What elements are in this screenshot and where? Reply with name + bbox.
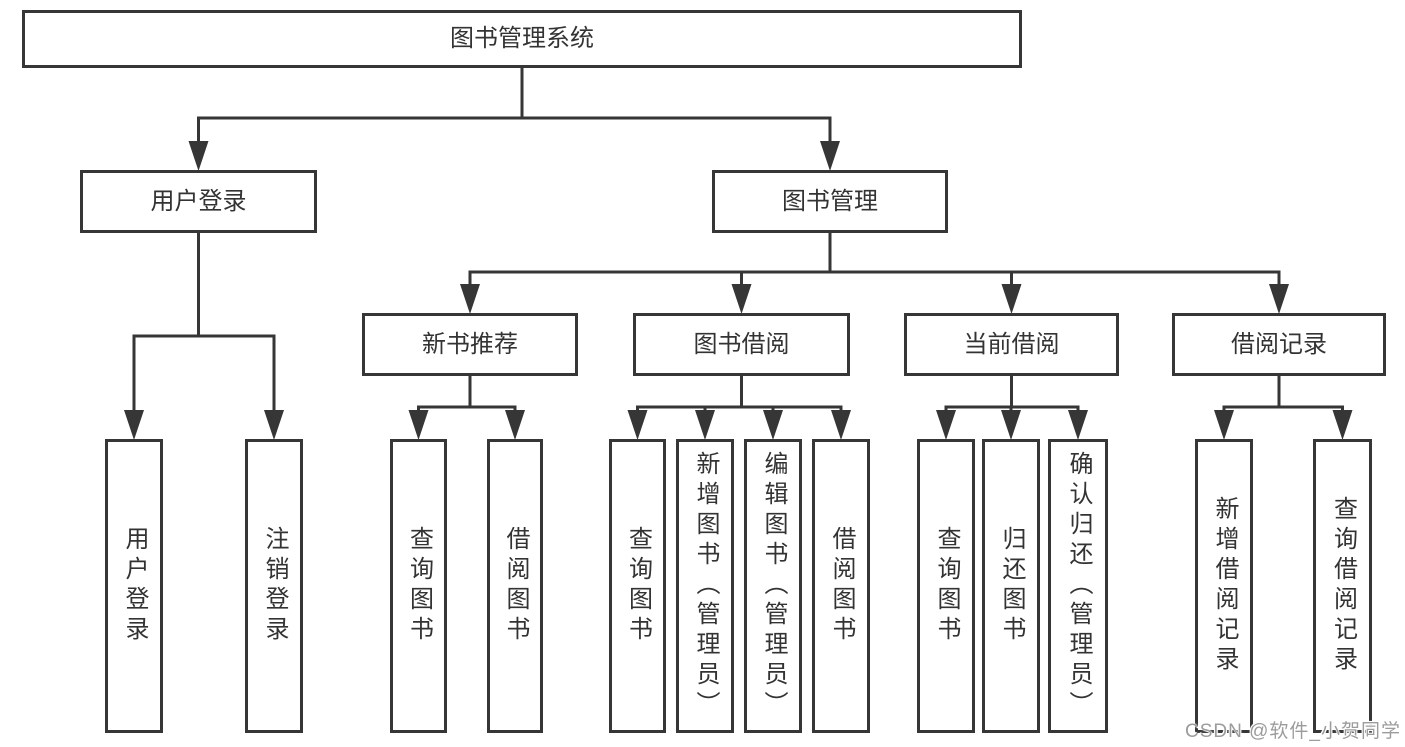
node-label: 图书管理系统 — [450, 25, 594, 52]
node-leaf-user-login: 用户登录 — [105, 439, 163, 733]
node-leaf-query-record: 查询借阅记录 — [1313, 439, 1372, 733]
node-label: 查询图书 — [624, 526, 652, 646]
node-label: 注销登录 — [261, 526, 288, 646]
node-label: 用户登录 — [150, 187, 247, 215]
node-branch-user-login: 用户登录 — [80, 170, 317, 233]
node-leaf-query-book-a: 查询图书 — [390, 439, 447, 733]
node-leaf-return-book: 归还图书 — [982, 439, 1040, 733]
node-label: 确认归还（管理员） — [1065, 451, 1092, 721]
node-leaf-borrow-book-a: 借阅图书 — [487, 439, 543, 733]
node-leaf-confirm-return: 确认归还（管理员） — [1048, 439, 1108, 733]
node-label: 借阅图书 — [502, 526, 529, 646]
node-root-system: 图书管理系统 — [22, 10, 1022, 68]
node-branch-book-borrow: 图书借阅 — [633, 313, 850, 376]
node-leaf-edit-book: 编辑图书（管理员） — [744, 439, 802, 733]
node-leaf-logout: 注销登录 — [245, 439, 303, 733]
node-leaf-add-book: 新增图书（管理员） — [676, 439, 734, 733]
node-label: 查询借阅记录 — [1329, 496, 1357, 676]
node-label: 用户登录 — [121, 526, 148, 646]
node-label: 借阅记录 — [1231, 330, 1327, 358]
node-branch-book-mgmt: 图书管理 — [712, 170, 948, 233]
node-label: 查询图书 — [933, 526, 960, 646]
node-label: 新增借阅记录 — [1211, 496, 1238, 676]
node-label: 当前借阅 — [963, 330, 1060, 358]
node-leaf-borrow-book-b: 借阅图书 — [812, 439, 870, 733]
node-branch-borrow-record: 借阅记录 — [1172, 313, 1386, 376]
node-branch-new-book-rec: 新书推荐 — [362, 313, 578, 376]
node-label: 编辑图书（管理员） — [760, 451, 787, 721]
csdn-watermark: CSDN @软件_小贺同学 — [1185, 721, 1401, 742]
node-label: 图书管理 — [782, 187, 878, 215]
node-label: 归还图书 — [998, 526, 1025, 646]
node-label: 新增图书（管理员） — [692, 451, 719, 721]
node-label: 新书推荐 — [422, 330, 518, 358]
node-branch-current-borrow: 当前借阅 — [904, 313, 1119, 376]
node-label: 图书借阅 — [693, 330, 790, 358]
node-label: 查询图书 — [405, 526, 433, 646]
node-leaf-query-book-c: 查询图书 — [917, 439, 975, 733]
node-leaf-query-book-b: 查询图书 — [609, 439, 666, 733]
node-label: 借阅图书 — [828, 526, 855, 646]
node-leaf-add-record: 新增借阅记录 — [1195, 439, 1253, 733]
